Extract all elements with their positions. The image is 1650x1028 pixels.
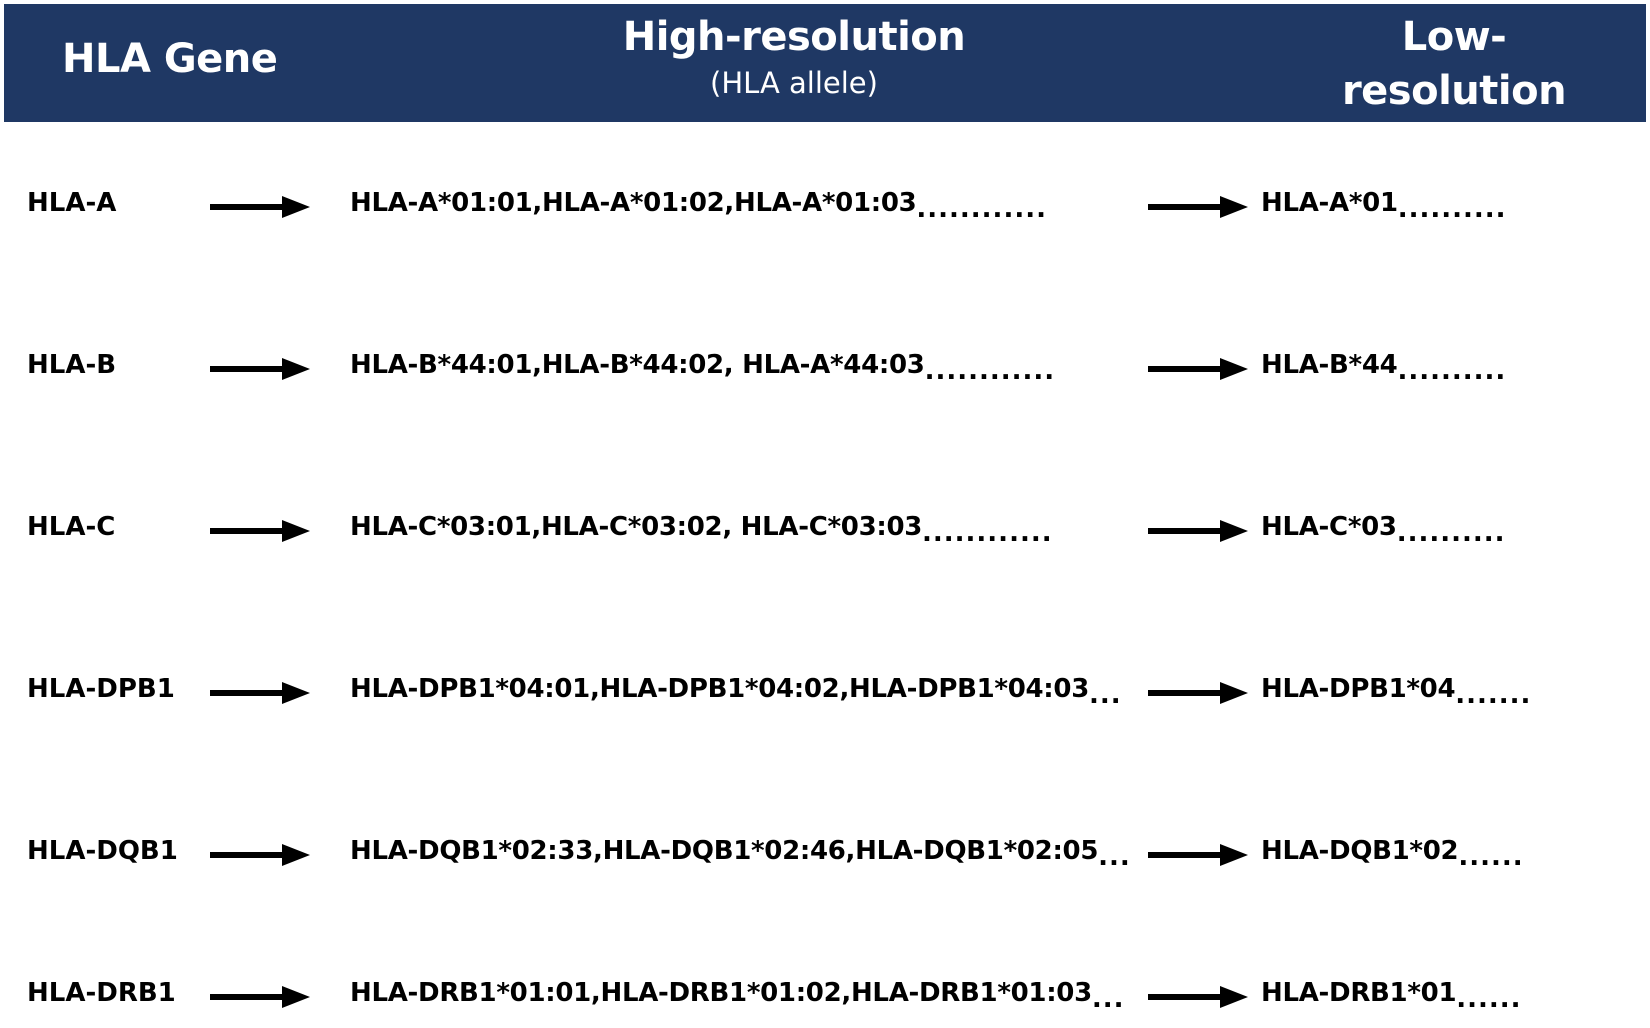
gene-name: HLA-DRB1	[27, 978, 176, 1008]
high-resolution-alleles: HLA-DPB1*04:01,HLA-DPB1*04:02,HLA-DPB1*0…	[350, 674, 1122, 710]
gene-name: HLA-DPB1	[27, 674, 175, 704]
allele-list: HLA-DPB1*04:01,HLA-DPB1*04:02,HLA-DPB1*0…	[350, 674, 1089, 704]
arrow-right-icon	[1148, 520, 1248, 542]
arrow-right-icon	[210, 986, 310, 1008]
allele-list: HLA-A*01:01,HLA-A*01:02,HLA-A*01:03	[350, 188, 917, 218]
gene-row: HLA-DPB1 HLA-DPB1*04:01,HLA-DPB1*04:02,HL…	[0, 664, 1650, 724]
allele-list: HLA-B*44:01,HLA-B*44:02, HLA-A*44:03	[350, 350, 925, 380]
arrow-right-icon	[1148, 844, 1248, 866]
gene-name: HLA-DQB1	[27, 836, 178, 866]
high-resolution-subtitle: (HLA allele)	[710, 66, 878, 100]
high-resolution-header: High-resolution (HLA allele)	[594, 10, 994, 102]
ellipsis-dots: ...	[1091, 984, 1125, 1014]
arrow-right-icon	[210, 844, 310, 866]
gene-row: HLA-A HLA-A*01:01,HLA-A*01:02,HLA-A*01:03…	[0, 178, 1650, 238]
superallele-label: HLA-B*44	[1261, 350, 1398, 380]
arrow-to-low-resolution	[1148, 842, 1248, 868]
superallele-label: HLA-DQB1*02	[1261, 836, 1459, 866]
ellipsis-dots: ..........	[1397, 194, 1507, 224]
low-resolution-superallele: HLA-DPB1*04.......	[1261, 674, 1531, 710]
low-resolution-superallele: HLA-DRB1*01......	[1261, 978, 1522, 1014]
ellipsis-dots: ............	[922, 518, 1053, 548]
gene-row: HLA-DQB1 HLA-DQB1*02:33,HLA-DQB1*02:46,HL…	[0, 826, 1650, 886]
high-resolution-alleles: HLA-DRB1*01:01,HLA-DRB1*01:02,HLA-DRB1*0…	[350, 978, 1125, 1014]
low-resolution-superallele: HLA-DQB1*02......	[1261, 836, 1524, 872]
high-resolution-title: High-resolution	[622, 14, 966, 60]
arrow-to-high-resolution	[210, 356, 310, 382]
ellipsis-dots: ......	[1456, 984, 1522, 1014]
superallele-label: HLA-DRB1*01	[1261, 978, 1457, 1008]
arrow-right-icon	[1148, 196, 1248, 218]
arrow-to-high-resolution	[210, 518, 310, 544]
gene-row: HLA-B HLA-B*44:01,HLA-B*44:02, HLA-A*44:0…	[0, 340, 1650, 400]
superallele-label: HLA-DPB1*04	[1261, 674, 1456, 704]
arrow-right-icon	[1148, 682, 1248, 704]
arrow-right-icon	[210, 520, 310, 542]
header-banner: HLA Gene High-resolution (HLA allele) Lo…	[4, 4, 1646, 154]
superallele-label: HLA-C*03	[1261, 512, 1397, 542]
arrow-to-low-resolution	[1148, 518, 1248, 544]
gene-name: HLA-C	[27, 512, 116, 542]
arrow-to-high-resolution	[210, 194, 310, 220]
arrow-to-low-resolution	[1148, 194, 1248, 220]
arrow-right-icon	[1148, 986, 1248, 1008]
low-resolution-title: Low-resolution	[1341, 14, 1567, 114]
gene-row: HLA-C HLA-C*03:01,HLA-C*03:02, HLA-C*03:0…	[0, 502, 1650, 562]
arrow-right-icon	[210, 196, 310, 218]
arrow-right-icon	[210, 682, 310, 704]
low-resolution-header: Low-resolution (HLA superallele)	[1294, 10, 1614, 156]
gene-name: HLA-A	[27, 188, 117, 218]
low-resolution-subtitle: (HLA superallele)	[1329, 120, 1579, 154]
low-resolution-superallele: HLA-B*44..........	[1261, 350, 1506, 386]
arrow-to-high-resolution	[210, 984, 310, 1010]
ellipsis-dots: ..........	[1397, 356, 1507, 386]
ellipsis-dots: ......	[1458, 842, 1524, 872]
ellipsis-dots: ............	[924, 356, 1056, 386]
allele-list: HLA-DQB1*02:33,HLA-DQB1*02:46,HLA-DQB1*0…	[350, 836, 1099, 866]
low-resolution-superallele: HLA-C*03..........	[1261, 512, 1505, 548]
ellipsis-dots: ..........	[1396, 518, 1506, 548]
superallele-label: HLA-A*01	[1261, 188, 1398, 218]
arrow-to-high-resolution	[210, 680, 310, 706]
gene-name: HLA-B	[27, 350, 117, 380]
gene-column-header: HLA Gene	[62, 36, 278, 82]
high-resolution-alleles: HLA-B*44:01,HLA-B*44:02, HLA-A*44:03....…	[350, 350, 1055, 386]
arrow-to-low-resolution	[1148, 680, 1248, 706]
allele-list: HLA-C*03:01,HLA-C*03:02, HLA-C*03:03	[350, 512, 923, 542]
low-resolution-superallele: HLA-A*01..........	[1261, 188, 1507, 224]
arrow-right-icon	[1148, 358, 1248, 380]
arrow-to-low-resolution	[1148, 356, 1248, 382]
gene-row: HLA-DRB1 HLA-DRB1*01:01,HLA-DRB1*01:02,HL…	[0, 968, 1650, 1028]
high-resolution-alleles: HLA-A*01:01,HLA-A*01:02,HLA-A*01:03.....…	[350, 188, 1047, 224]
ellipsis-dots: ............	[916, 194, 1047, 224]
high-resolution-alleles: HLA-C*03:01,HLA-C*03:02, HLA-C*03:03....…	[350, 512, 1053, 548]
allele-list: HLA-DRB1*01:01,HLA-DRB1*01:02,HLA-DRB1*0…	[350, 978, 1092, 1008]
ellipsis-dots: ...	[1089, 680, 1122, 710]
ellipsis-dots: ...	[1098, 842, 1131, 872]
high-resolution-alleles: HLA-DQB1*02:33,HLA-DQB1*02:46,HLA-DQB1*0…	[350, 836, 1131, 872]
arrow-to-low-resolution	[1148, 984, 1248, 1010]
arrow-right-icon	[210, 358, 310, 380]
ellipsis-dots: .......	[1455, 680, 1532, 710]
arrow-to-high-resolution	[210, 842, 310, 868]
